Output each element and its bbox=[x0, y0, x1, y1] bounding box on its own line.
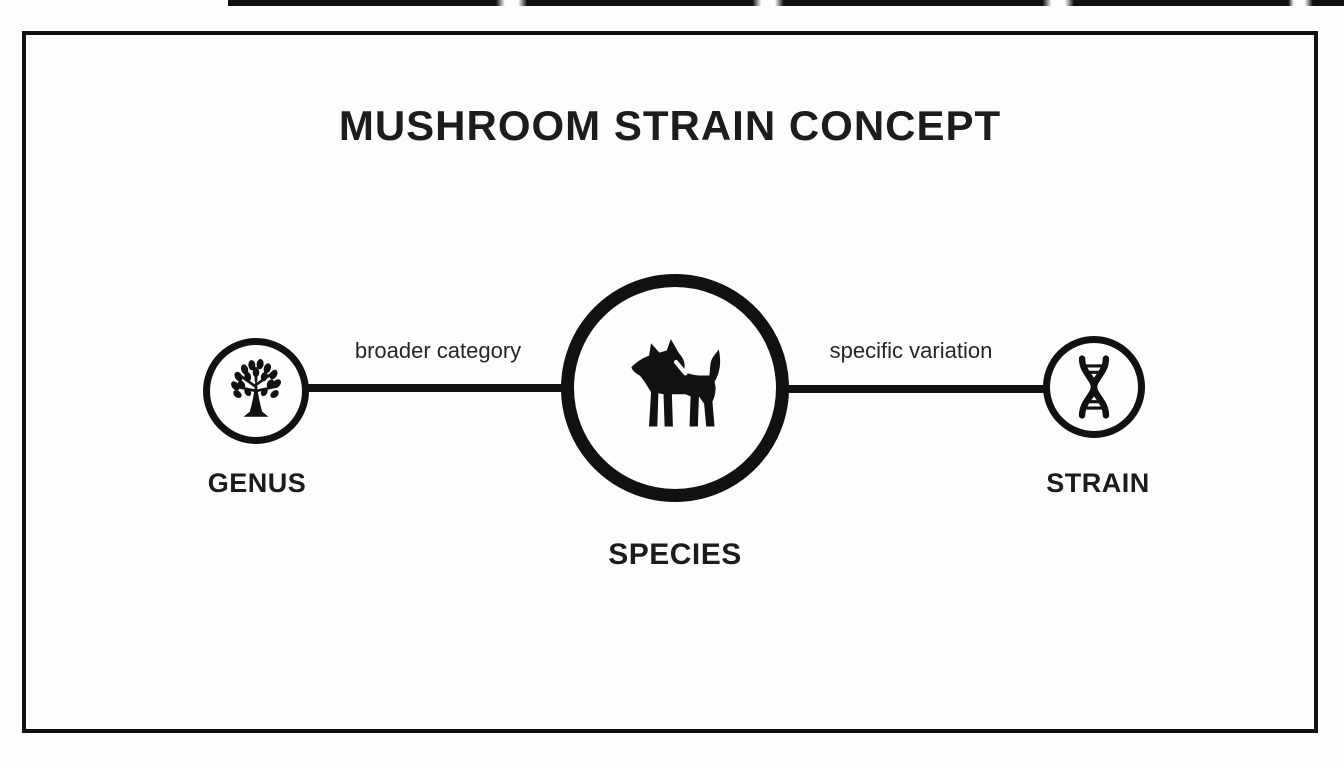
strain-label: STRAIN bbox=[1046, 468, 1150, 498]
page-title: MUSHROOM STRAIN CONCEPT bbox=[338, 102, 1002, 149]
connector-label-specific-variation: specific variation bbox=[829, 338, 993, 363]
connector-line-genus-species bbox=[306, 384, 564, 392]
species-label: SPECIES bbox=[608, 538, 742, 571]
species-node bbox=[561, 274, 789, 502]
genus-node bbox=[203, 338, 309, 444]
connector-line-species-strain bbox=[786, 385, 1046, 393]
genus-label: GENUS bbox=[207, 468, 307, 498]
tree-icon bbox=[223, 358, 289, 424]
connector-label-broader-category: broader category bbox=[354, 338, 522, 363]
strain-node bbox=[1043, 336, 1145, 438]
dog-icon bbox=[623, 336, 727, 440]
top-edge-artifact bbox=[228, 0, 1344, 6]
dna-icon bbox=[1065, 354, 1123, 420]
